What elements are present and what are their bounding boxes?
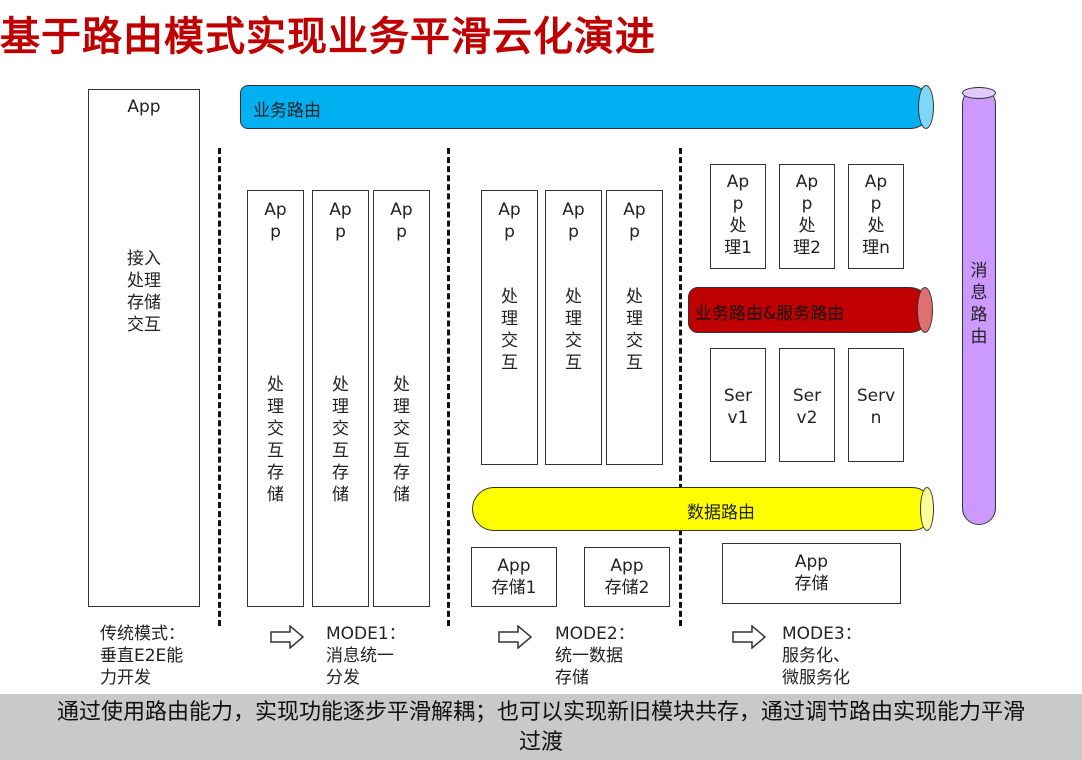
page-title: 基于路由模式实现业务平滑云化演进 <box>0 14 656 60</box>
mode1-app-3: Ap p 处 理 交 互 存 储 <box>373 190 430 607</box>
service-label: Ser v1 <box>723 386 753 428</box>
storage-label: App 存储2 <box>604 556 650 598</box>
business-service-routing-pipe-end <box>917 287 933 333</box>
app-functions: 处 理 交 互 存 储 <box>332 375 349 505</box>
storage-label: App 存储1 <box>491 556 537 598</box>
data-routing-label: 数据路由 <box>687 503 755 523</box>
app-header: Ap p <box>329 200 352 242</box>
app-functions: 接入 处理 存储 交互 <box>127 249 161 335</box>
footer-summary: 通过使用路由能力，实现功能逐步平滑解耦；也可以实现新旧模块共存，通过调节路由实现… <box>0 694 1082 760</box>
business-service-routing-pipe: 业务路由&服务路由 <box>688 287 932 333</box>
mode2-app-2: Ap p 处 理 交 互 <box>545 190 602 465</box>
separator-1 <box>218 148 221 626</box>
message-routing-pipe: 消 息 路 由 <box>962 87 996 525</box>
mode3-app-3: Ap p 处 理n <box>848 164 904 269</box>
mode1-app-1: Ap p 处 理 交 互 存 储 <box>247 190 304 607</box>
app-functions: 处 理 交 互 <box>626 287 643 373</box>
app-label: Ap p 处 理1 <box>724 172 752 258</box>
mode2-app-1: Ap p 处 理 交 互 <box>481 190 538 465</box>
app-header: Ap p <box>498 200 521 242</box>
mode-caption-mode3: MODE3： 服务化、 微服务化 <box>782 624 862 688</box>
mode3-service-2: Ser v2 <box>779 348 835 462</box>
arrow-right-icon <box>498 625 532 649</box>
business-routing-pipe-end <box>918 85 934 129</box>
app-functions: 处 理 交 互 存 储 <box>267 375 284 505</box>
app-header: Ap p <box>264 200 287 242</box>
mode3-app-1: Ap p 处 理1 <box>710 164 766 269</box>
app-label: Ap p 处 理2 <box>793 172 821 258</box>
mode-caption-mode2: MODE2： 统一数据 存储 <box>555 624 635 688</box>
business-routing-pipe: 业务路由 <box>240 85 932 129</box>
app-header: Ap p <box>562 200 585 242</box>
service-label: Ser v2 <box>792 386 822 428</box>
business-routing-label: 业务路由 <box>253 101 321 121</box>
footer-text: 通过使用路由能力，实现功能逐步平滑解耦；也可以实现新旧模块共存，通过调节路由实现… <box>56 700 1025 755</box>
mode2-app-3: Ap p 处 理 交 互 <box>606 190 663 465</box>
business-service-routing-label: 业务路由&服务路由 <box>695 304 845 324</box>
message-routing-label: 消 息 路 由 <box>970 261 988 347</box>
mode3-service-1: Ser v1 <box>710 348 766 462</box>
app-header: App <box>127 97 161 117</box>
app-functions: 处 理 交 互 存 储 <box>393 375 410 505</box>
message-routing-pipe-top <box>962 87 996 99</box>
arrow-right-icon <box>732 625 766 649</box>
mode3-service-3: Serv n <box>848 348 904 462</box>
arrow-right-icon <box>270 625 304 649</box>
mode2-storage-1: App 存储1 <box>471 547 557 607</box>
storage-label: App 存储 <box>794 552 829 594</box>
app-header: Ap p <box>623 200 646 242</box>
app-functions: 处 理 交 互 <box>501 287 518 373</box>
mode3-app-2: Ap p 处 理2 <box>779 164 835 269</box>
app-header: Ap p <box>390 200 413 242</box>
data-routing-pipe: 数据路由 <box>472 487 934 531</box>
app-functions: 处 理 交 互 <box>565 287 582 373</box>
mode1-app-2: Ap p 处 理 交 互 存 储 <box>312 190 369 607</box>
app-label: Ap p 处 理n <box>862 172 890 258</box>
mode3-storage: App 存储 <box>722 543 901 604</box>
separator-2 <box>447 148 450 626</box>
mode2-storage-2: App 存储2 <box>584 547 670 607</box>
service-label: Serv n <box>856 386 896 428</box>
traditional-app-box: App 接入 处理 存储 交互 <box>88 89 200 607</box>
mode-caption-traditional: 传统模式： 垂直E2E能 力开发 <box>100 624 185 688</box>
mode-caption-mode1: MODE1： 消息统一 分发 <box>326 624 406 688</box>
data-routing-pipe-end <box>920 487 934 531</box>
separator-3 <box>679 148 682 626</box>
